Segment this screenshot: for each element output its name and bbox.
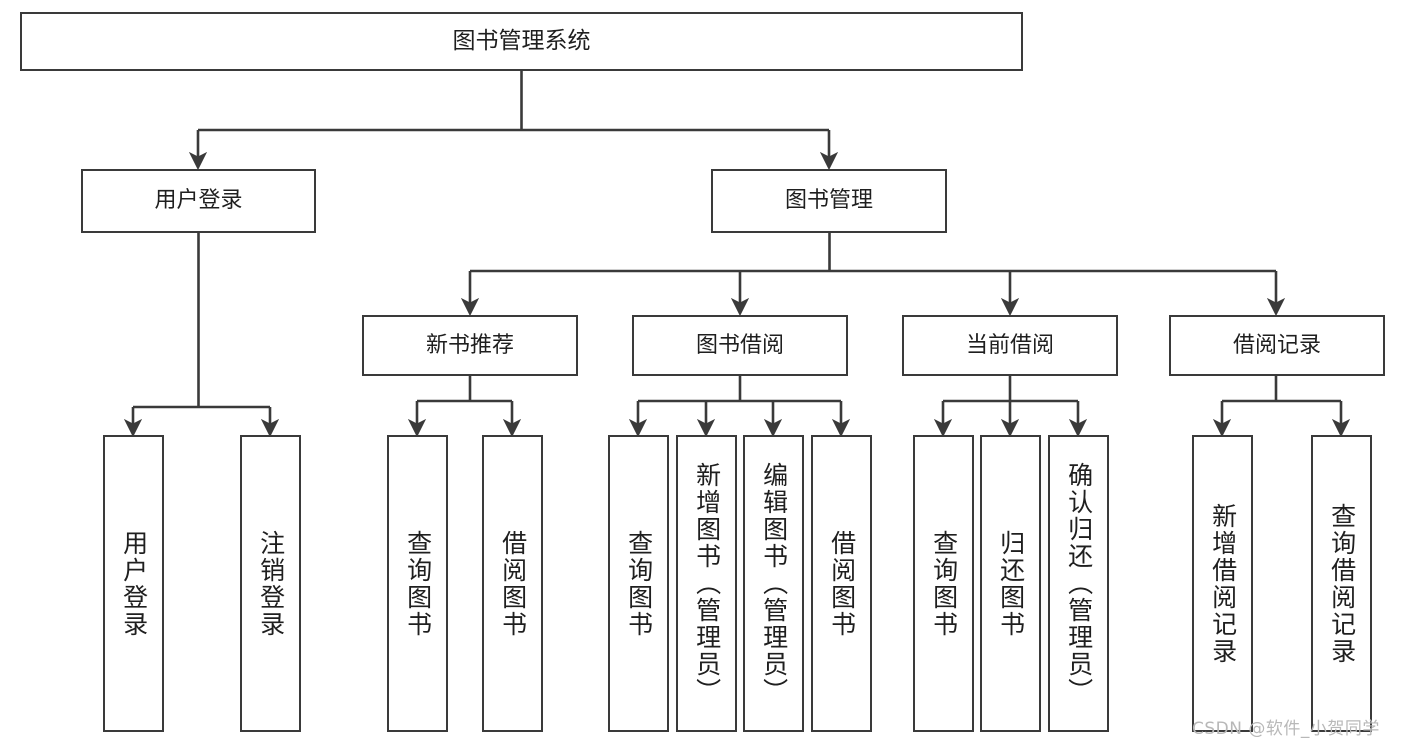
- node-leaf-return-book[interactable]: 归还图书: [980, 435, 1041, 732]
- node-root-label: 图书管理系统: [452, 27, 591, 54]
- node-book-borrow-label: 图书借阅: [695, 332, 784, 358]
- node-leaf-query-book-1-label: 查询图书: [403, 529, 433, 638]
- node-leaf-query-book-2[interactable]: 查询图书: [608, 435, 669, 732]
- node-leaf-return-book-label: 归还图书: [996, 529, 1026, 638]
- node-leaf-borrow-book-2[interactable]: 借阅图书: [811, 435, 872, 732]
- node-leaf-edit-book[interactable]: 编辑图书（管理员）: [743, 435, 804, 732]
- node-leaf-query-record-label: 查询借阅记录: [1327, 502, 1357, 665]
- node-leaf-add-record-label: 新增借阅记录: [1208, 502, 1238, 665]
- node-leaf-confirm-return-label: 确认归还（管理员）: [1064, 462, 1094, 705]
- node-user-login-label: 用户登录: [154, 188, 243, 214]
- node-book-manage[interactable]: 图书管理: [711, 169, 947, 233]
- node-leaf-query-book-2-label: 查询图书: [624, 529, 654, 638]
- node-leaf-borrow-book-1-label: 借阅图书: [498, 529, 528, 638]
- node-leaf-logout-login-label: 注销登录: [256, 529, 286, 638]
- node-book-borrow[interactable]: 图书借阅: [632, 315, 848, 376]
- node-book-manage-label: 图书管理: [784, 188, 873, 214]
- node-borrow-record[interactable]: 借阅记录: [1169, 315, 1385, 376]
- node-leaf-add-record[interactable]: 新增借阅记录: [1192, 435, 1253, 732]
- node-leaf-query-record[interactable]: 查询借阅记录: [1311, 435, 1372, 732]
- node-leaf-add-book-label: 新增图书（管理员）: [692, 462, 722, 705]
- node-current-borrow-label: 当前借阅: [965, 332, 1054, 358]
- node-leaf-borrow-book-2-label: 借阅图书: [827, 529, 857, 638]
- node-root[interactable]: 图书管理系统: [20, 12, 1023, 71]
- node-leaf-query-book-1[interactable]: 查询图书: [387, 435, 448, 732]
- node-leaf-user-login-label: 用户登录: [119, 529, 149, 638]
- node-leaf-logout-login[interactable]: 注销登录: [240, 435, 301, 732]
- node-leaf-add-book[interactable]: 新增图书（管理员）: [676, 435, 737, 732]
- node-new-book-recommend[interactable]: 新书推荐: [362, 315, 578, 376]
- node-leaf-edit-book-label: 编辑图书（管理员）: [759, 462, 789, 705]
- node-current-borrow[interactable]: 当前借阅: [902, 315, 1118, 376]
- node-borrow-record-label: 借阅记录: [1232, 332, 1321, 358]
- node-leaf-borrow-book-1[interactable]: 借阅图书: [482, 435, 543, 732]
- node-leaf-user-login[interactable]: 用户登录: [103, 435, 164, 732]
- node-leaf-confirm-return[interactable]: 确认归还（管理员）: [1048, 435, 1109, 732]
- node-leaf-query-book-3[interactable]: 查询图书: [913, 435, 974, 732]
- node-new-book-recommend-label: 新书推荐: [425, 332, 514, 358]
- node-user-login[interactable]: 用户登录: [81, 169, 316, 233]
- node-leaf-query-book-3-label: 查询图书: [929, 529, 959, 638]
